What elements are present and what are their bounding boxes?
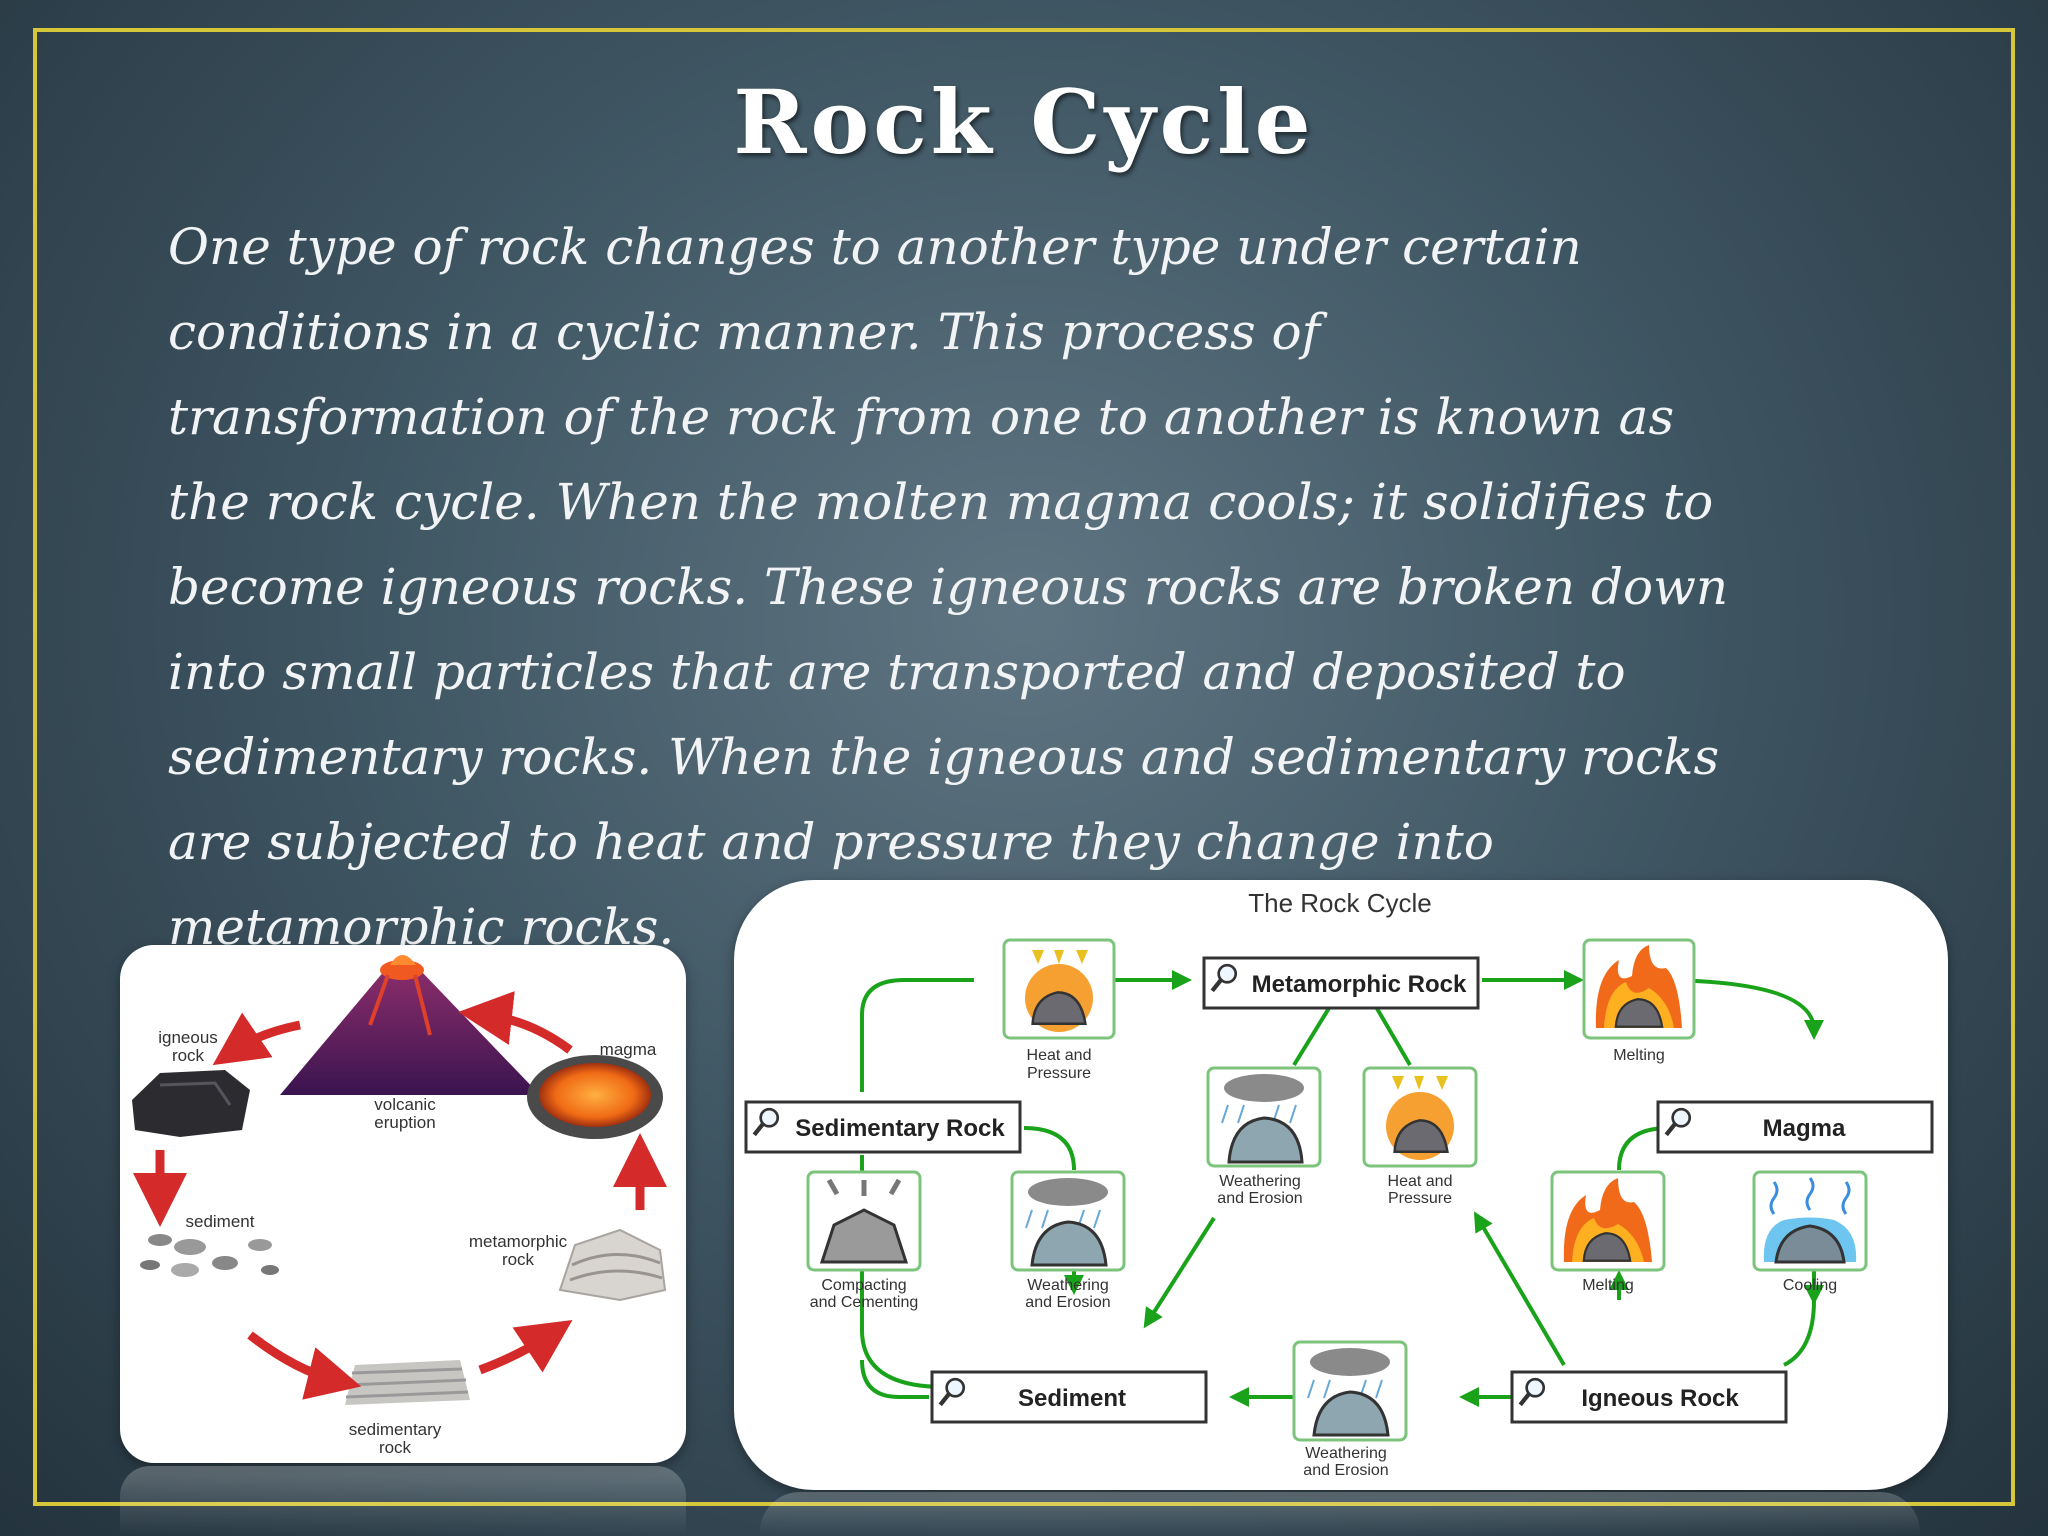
heat-pressure-label: Pressure [1388,1190,1452,1207]
slide-title: Rock Cycle [733,70,1315,174]
arrow-sediment-to-sedimentary [247,1331,362,1400]
igneous-rock-icon [132,1070,250,1137]
body-line: conditions in a cyclic manner. This proc… [168,303,1321,361]
body-line: sedimentary rocks. When the igneous and … [168,728,1720,786]
heat-pressure-label: Heat and [1388,1173,1453,1190]
body-line: One type of rock changes to another type… [168,218,1582,276]
box-sediment-label: Sediment [1018,1385,1126,1412]
left-rock-cycle-diagram: volcanic eruption igneous rock magma sed… [120,945,686,1463]
box-igneous-rock-label: Igneous Rock [1581,1385,1739,1412]
magma-label: magma [600,1040,657,1059]
cooling-label: Cooling [1783,1277,1837,1294]
metamorphic-rock-label: metamorphic [469,1232,568,1251]
melting-label: Melting [1613,1047,1665,1064]
volcano-icon [280,955,540,1095]
sediment-label: sediment [186,1212,255,1231]
compacting-cementing-label: Compacting [821,1277,906,1294]
volcanic-eruption-label: eruption [374,1113,435,1132]
sedimentary-rock-label: rock [379,1438,412,1457]
right-diagram-reflection [760,1492,1920,1536]
left-diagram-svg: volcanic eruption igneous rock magma sed… [132,955,667,1457]
box-magma: Magma [1656,1100,1934,1154]
heat-pressure-label: Heat and [1027,1047,1092,1064]
box-magma-label: Magma [1763,1115,1846,1142]
weathering-erosion-label: Weathering [1027,1277,1109,1294]
melting-icon [1582,938,1696,1040]
melting-label: Melting [1582,1277,1634,1294]
left-diagram-reflection [120,1466,686,1536]
weathering-erosion-label: and Erosion [1303,1462,1388,1479]
weathering-erosion-label: and Erosion [1217,1190,1302,1207]
heat-pressure-icon [1002,938,1116,1040]
metamorphic-rock-icon [558,1228,667,1302]
magma-icon [527,1055,663,1139]
metamorphic-rock-label: rock [502,1250,535,1269]
box-sedimentary-rock-label: Sedimentary Rock [795,1115,1005,1142]
melting-icon [1550,1170,1666,1272]
body-line: into small particles that are transporte… [168,643,1626,701]
sedimentary-rock-icon [345,1360,470,1405]
slide-body-text: One type of rock changes to another type… [168,205,1968,970]
cooling-icon [1752,1170,1868,1272]
compacting-cementing-label: and Cementing [810,1294,919,1311]
right-diagram-svg: The Rock Cycle Metam [744,888,1934,1479]
igneous-rock-label: rock [172,1046,205,1065]
box-sedimentary-rock: Sedimentary Rock [744,1100,1022,1154]
body-line: are subjected to heat and pressure they … [168,813,1494,871]
arrow-volcano-to-igneous [212,1012,301,1066]
weathering-erosion-icon [1010,1170,1126,1272]
right-diagram-title: The Rock Cycle [1248,888,1432,918]
box-metamorphic-rock-label: Metamorphic Rock [1252,971,1467,998]
sedimentary-rock-label: sedimentary [349,1420,442,1439]
sediment-icon [140,1234,279,1277]
right-cycle-arrows [852,970,1824,1407]
right-rock-cycle-diagram: The Rock Cycle Metam [734,880,1948,1490]
arrow-magma-to-volcano [458,991,573,1054]
compacting-cementing-icon [806,1170,922,1272]
body-line: become igneous rocks. These igneous rock… [168,558,1729,616]
box-metamorphic-rock: Metamorphic Rock [1202,956,1480,1010]
left-cycle-arrows [133,991,667,1400]
weathering-erosion-label: Weathering [1305,1445,1387,1462]
body-line: the rock cycle. When the molten magma co… [168,473,1714,531]
weathering-erosion-icon [1206,1066,1322,1168]
weathering-erosion-icon [1292,1340,1408,1442]
box-sediment: Sediment [930,1370,1208,1424]
slide-frame [33,28,2015,1506]
heat-pressure-icon [1362,1066,1478,1168]
weathering-erosion-label: and Erosion [1025,1294,1110,1311]
box-igneous-rock: Igneous Rock [1510,1370,1788,1424]
volcanic-eruption-label: volcanic [374,1095,436,1114]
weathering-erosion-label: Weathering [1219,1173,1301,1190]
igneous-rock-label: igneous [158,1028,218,1047]
arrow-sedimentary-to-metamorphic [478,1320,573,1375]
heat-pressure-label: Pressure [1027,1065,1091,1082]
body-line: transformation of the rock from one to a… [168,388,1675,446]
